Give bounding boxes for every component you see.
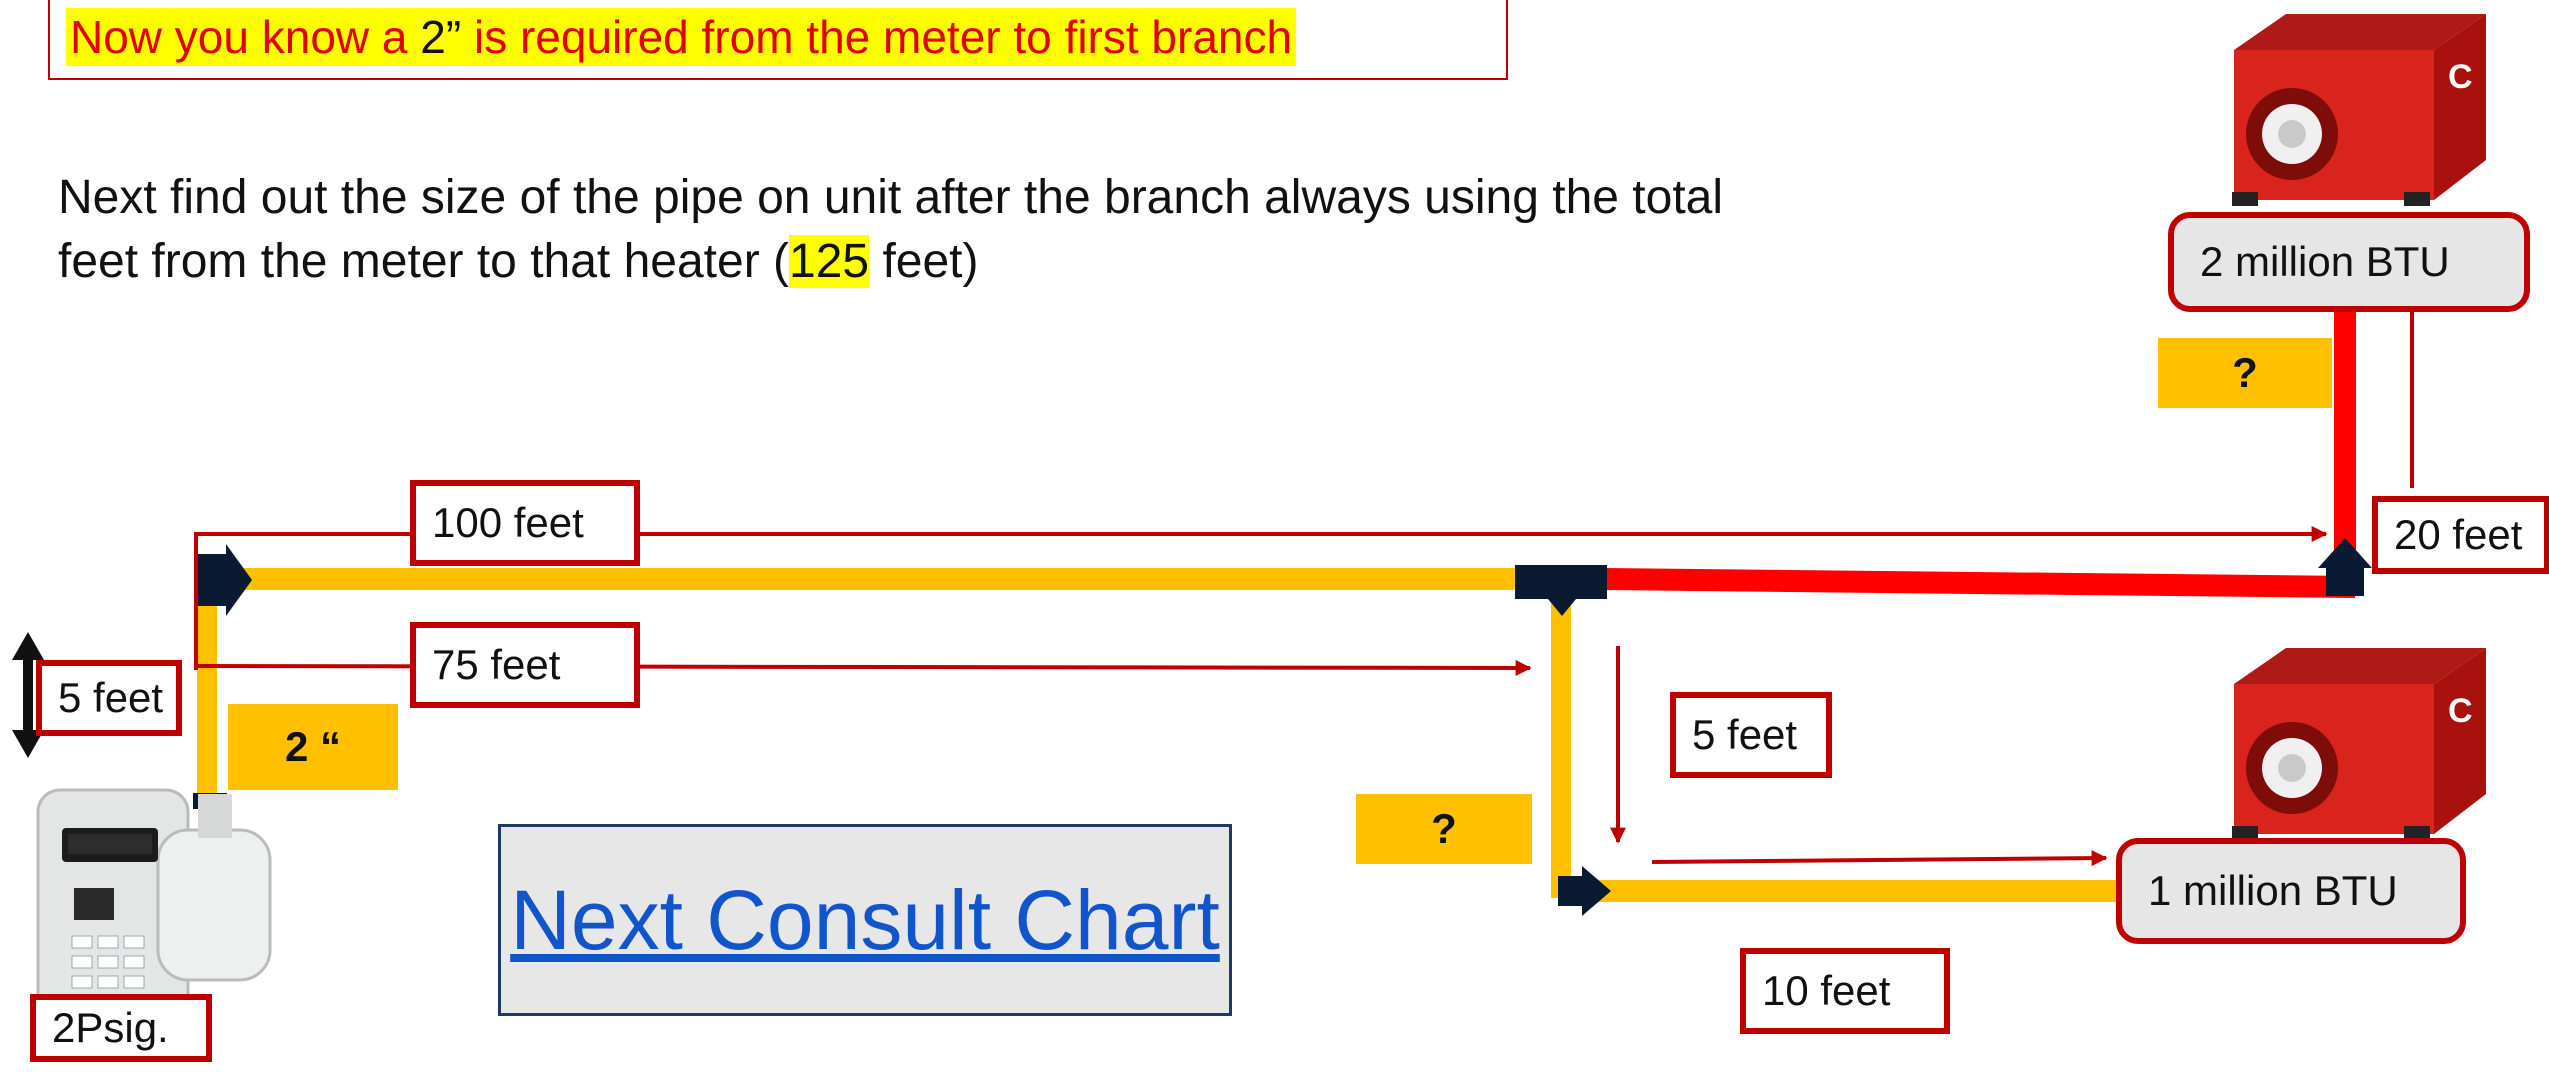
pipe-riser-upper-heater (2334, 305, 2356, 595)
consult-chart-link[interactable]: Next Consult Chart (510, 872, 1220, 967)
upper-pipe-size-unknown: ? (2158, 338, 2332, 408)
pipe-branch-drop (1551, 580, 1571, 898)
double-arrow-down-icon (12, 730, 44, 758)
tee-fitting (1515, 565, 1607, 599)
lower-pipe-size-unknown: ? (1356, 794, 1532, 864)
instruction-line-2: feet from the meter to that heater (125 … (58, 235, 979, 288)
flow-up-arrow-icon (2318, 538, 2372, 596)
flow-arrow-icon (1558, 866, 1611, 916)
vertical-run-label: 5 feet (36, 660, 182, 736)
title-box: Now you know a 2” is required from the m… (48, 0, 1508, 80)
pipe-main-run (197, 568, 1520, 590)
riser-run-label: 20 feet (2372, 496, 2549, 574)
upper-heater-image: C (2232, 14, 2486, 206)
meter-pressure-label: 2Psig. (30, 994, 212, 1062)
upper-heater-btu: 2 million BTU (2168, 212, 2530, 312)
svg-text:C: C (2448, 58, 2473, 96)
drop-run-label: 5 feet (1670, 692, 1832, 778)
pipe-riser-from-meter (197, 568, 217, 806)
branch-run-label: 75 feet (410, 622, 640, 708)
lower-heater-btu: 1 million BTU (2116, 838, 2466, 944)
double-arrow-up-icon (12, 632, 44, 660)
lower-heater-image: C (2232, 648, 2486, 840)
flow-arrow-icon (197, 544, 252, 616)
instruction-line-1: Next find out the size of the pipe on un… (58, 171, 1724, 224)
final-run-label: 10 feet (1740, 948, 1950, 1034)
measure-arrow-10ft (1651, 850, 2108, 867)
instruction-text: Next find out the size of the pipe on un… (58, 166, 1818, 294)
measure-arrow-75ft (195, 659, 1532, 676)
pipe-to-upper-heater (1605, 568, 2355, 598)
tee-down-arrow-icon (1548, 599, 1576, 616)
consult-chart-box: Next Consult Chart (498, 824, 1232, 1016)
pipe-branch-run (1560, 880, 2130, 902)
svg-text:C: C (2448, 692, 2473, 730)
total-feet-highlight: 125 (789, 235, 870, 288)
main-run-label: 100 feet (410, 480, 640, 566)
main-pipe-size: 2 “ (228, 704, 398, 790)
gas-meter-image (36, 788, 272, 1028)
page-title: Now you know a 2” is required from the m… (66, 8, 1297, 66)
